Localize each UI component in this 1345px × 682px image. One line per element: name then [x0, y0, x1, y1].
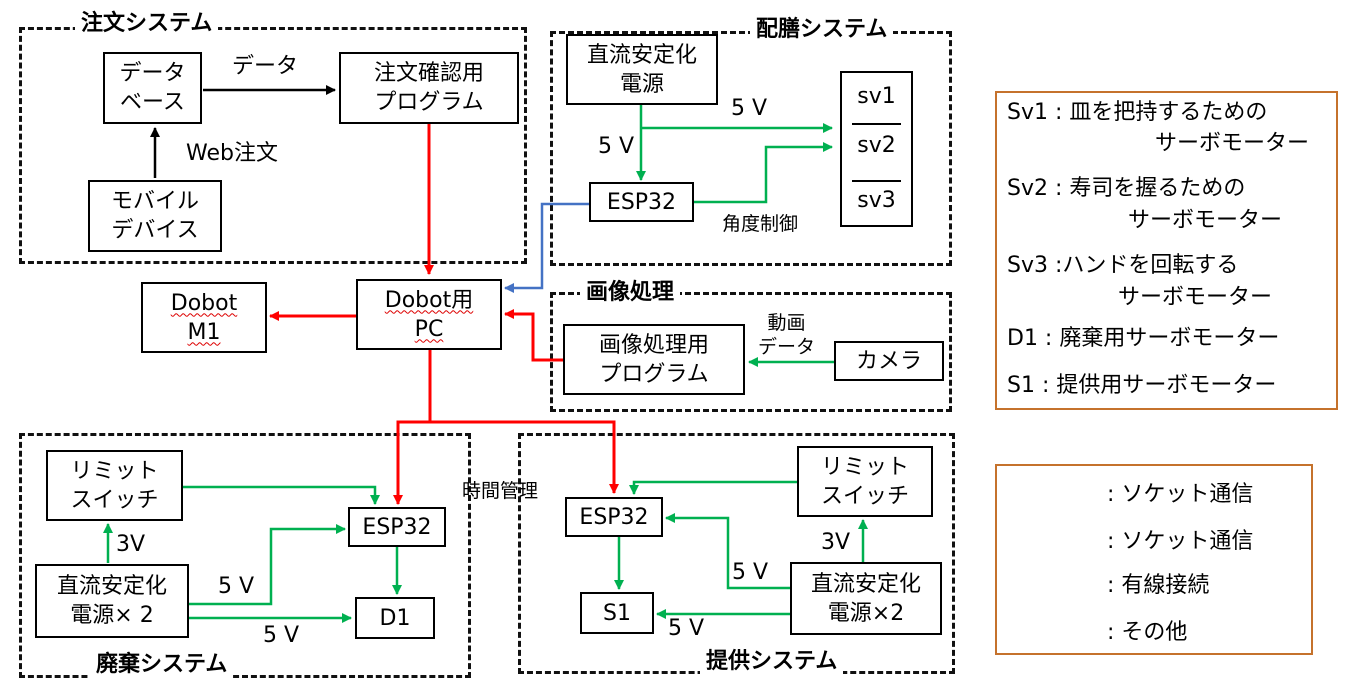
note-sv2: Sv2 : 寿司を握るための — [1007, 176, 1246, 201]
note-sv1: Sv1 : 皿を把持するための — [1007, 100, 1268, 125]
note-s1: S1 : 提供用サーボモーター — [1007, 373, 1277, 398]
order-check-program-box: 注文確認用 プログラム — [339, 52, 519, 124]
esp32-right-box: ESP32 — [565, 497, 663, 537]
mobile-device-box: モバイル デバイス — [88, 180, 222, 252]
d1-box: D1 — [355, 597, 435, 639]
serving-system-title: 配膳システム — [750, 17, 894, 43]
voltage-5v-label: 5 V — [263, 623, 300, 648]
legend-label-wired: : 有線接続 — [1107, 573, 1210, 598]
legend-label-socket-blue: : ソケット通信 — [1107, 529, 1254, 554]
image-processing-program-box: 画像処理用 プログラム — [563, 324, 745, 395]
servo-sv2: sv2 — [857, 132, 896, 158]
data-flow-label: データ — [232, 54, 299, 79]
voltage-5v-label: 5 V — [598, 134, 635, 159]
limit-to-esp32-right — [629, 480, 797, 495]
voltage-3v-label: 3V — [116, 532, 146, 557]
servo-group-box: sv1 sv2 sv3 — [840, 71, 913, 227]
power-supply-right-box: 直流安定化 電源×2 — [790, 562, 942, 635]
voltage-5v-label: 5 V — [731, 96, 768, 121]
esp32-left-box: ESP32 — [348, 507, 446, 547]
voltage-5v-label: 5 V — [732, 560, 769, 585]
esp32-serving-box: ESP32 — [589, 182, 694, 222]
esp32-to-sv2 — [694, 142, 833, 204]
voltage-3v-label: 3V — [821, 530, 851, 555]
pc-to-esp32-left — [393, 420, 430, 505]
note-d1: D1 : 廃棄用サーボモーター — [1007, 326, 1280, 351]
note-sv2-cont: サーボモーター — [1128, 208, 1283, 233]
provide-system-title: 提供システム — [700, 649, 844, 675]
dobot-pc-box: Dobot用 PC — [356, 279, 502, 350]
voltage-5v-label: 5 V — [668, 616, 705, 641]
servo-sv1: sv1 — [857, 83, 896, 109]
disposal-system-group — [19, 433, 471, 678]
image-processing-title: 画像処理 — [580, 280, 681, 306]
servo-notes-panel: Sv1 : 皿を把持するための サーボモーター Sv2 : 寿司を握るための サ… — [995, 91, 1338, 410]
servo-separator — [852, 123, 901, 125]
order-system-group — [19, 27, 527, 264]
note-sv3-cont: サーボモーター — [1118, 285, 1273, 310]
image-to-pc — [504, 309, 563, 362]
power-to-esp32-right — [665, 513, 790, 590]
time-management-label: 時間管理 — [462, 480, 539, 502]
power-to-esp32-left — [189, 524, 346, 606]
dobot-m1-box: Dobot M1 — [141, 282, 267, 353]
legend-label-other: : その他 — [1107, 620, 1188, 645]
voltage-5v-label: 5 V — [218, 574, 255, 599]
esp32-to-pc — [504, 202, 589, 293]
order-system-title: 注文システム — [75, 11, 219, 37]
video-data-label: 動画 データ — [758, 311, 816, 359]
image-processing-group — [550, 292, 952, 412]
pc-to-esp32-right — [430, 420, 619, 494]
servo-separator — [852, 180, 901, 182]
power-supply-serving-box: 直流安定化 電源 — [566, 34, 718, 105]
power-supply-left-box: 直流安定化 電源× 2 — [35, 564, 189, 638]
s1-box: S1 — [580, 592, 654, 634]
camera-box: カメラ — [834, 341, 944, 381]
disposal-system-title: 廃棄システム — [90, 652, 234, 678]
database-box: データ ベース — [103, 52, 202, 124]
limit-switch-right-box: リミット スイッチ — [797, 446, 933, 517]
limit-to-esp32-left — [183, 485, 380, 505]
legend-panel: : ソケット通信 : ソケット通信 : 有線接続 : その他 — [995, 464, 1313, 655]
web-order-label: Web注文 — [186, 141, 278, 166]
note-sv3: Sv3 :ハンドを回転する — [1007, 253, 1239, 278]
legend-label-socket-red: : ソケット通信 — [1107, 482, 1254, 507]
servo-sv3: sv3 — [857, 187, 896, 213]
angle-control-label: 角度制御 — [722, 213, 799, 235]
note-sv1-cont: サーボモーター — [1155, 131, 1310, 156]
limit-switch-left-box: リミット スイッチ — [46, 450, 183, 521]
